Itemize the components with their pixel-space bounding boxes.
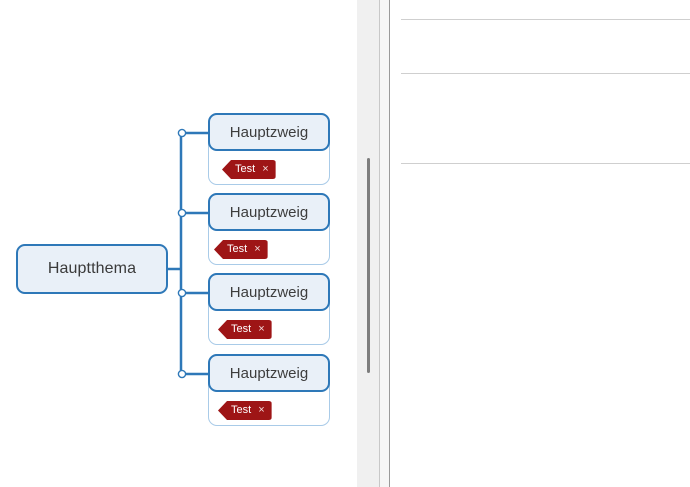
splitter-divider-right [389, 0, 390, 487]
tag-chip[interactable]: Test × [218, 320, 272, 339]
branch-label: Hauptzweig [229, 364, 309, 382]
tree-item-kanban[interactable]: Kanban [401, 46, 690, 64]
tag-label: Test [231, 323, 252, 335]
tag-label: Test [227, 243, 248, 255]
branch-label: Hauptzweig [229, 283, 309, 301]
branch-title-pill[interactable]: Hauptzweig [208, 273, 330, 311]
branch-tag-area: Test × [218, 319, 272, 339]
connector-lines [168, 128, 208, 379]
tree-item-schriftfarben[interactable]: Schriftfarben [401, 172, 690, 190]
tag-chip[interactable]: Test × [214, 240, 268, 259]
tag-label: Test [231, 404, 252, 416]
tree-item-smileys[interactable]: Smileys [401, 100, 690, 118]
symbol-library-tree[interactable]: RessourcenAllgemeine Tags (4)Test (4)Kan… [401, 0, 690, 487]
tag-remove-icon[interactable]: × [254, 243, 261, 255]
branch-label: Hauptzweig [229, 123, 309, 141]
vertical-scrollbar-track[interactable] [357, 0, 379, 487]
group-rule-right [401, 19, 690, 20]
mindmap-canvas[interactable]: Hauptthema Hauptzweig Test × Hauptzweig … [0, 0, 357, 487]
tree-item-test-4[interactable]: Test (4) [401, 28, 690, 46]
tree-item-allgemeine-tags-4[interactable]: Allgemeine Tags (4) [401, 10, 690, 28]
tree-item-flaggen[interactable]: Flaggen [401, 64, 690, 82]
group-rule-right [401, 163, 690, 164]
tag-chip[interactable]: Test × [222, 160, 276, 179]
branch-tag-area: Test × [218, 400, 272, 420]
panel-splitter[interactable] [357, 0, 401, 487]
tag-remove-icon[interactable]: × [258, 323, 265, 335]
branch-tag-area: Test × [222, 159, 276, 179]
tree-item-map-linkedmap[interactable]: MAP LinkedMap [401, 118, 690, 136]
branch-label: Hauptzweig [229, 203, 309, 221]
tag-remove-icon[interactable]: × [262, 163, 269, 175]
branch-title-pill[interactable]: Hauptzweig [208, 113, 330, 151]
branch-node-4[interactable]: Hauptzweig Test × [208, 354, 330, 426]
splitter-gap[interactable] [380, 0, 389, 487]
tag-chip[interactable]: Test × [218, 401, 272, 420]
tree-item-pfeile[interactable]: Pfeile [401, 82, 690, 100]
central-topic-label: Hauptthema [47, 260, 137, 277]
branch-node-2[interactable]: Hauptzweig Test × [208, 193, 330, 265]
tree-item-einzelne-symbole[interactable]: Einzelne Symbole [401, 136, 690, 154]
tag-label: Test [235, 163, 256, 175]
group-rule-right [401, 73, 690, 74]
splitter-divider-left [379, 0, 380, 487]
branch-tag-area: Test × [214, 239, 268, 259]
branch-title-pill[interactable]: Hauptzweig [208, 193, 330, 231]
branch-title-pill[interactable]: Hauptzweig [208, 354, 330, 392]
branch-node-1[interactable]: Hauptzweig Test × [208, 113, 330, 185]
central-topic-node[interactable]: Hauptthema [16, 244, 168, 294]
tag-remove-icon[interactable]: × [258, 404, 265, 416]
tree-item-f-llfarben[interactable]: Füllfarben [401, 154, 690, 172]
branch-node-3[interactable]: Hauptzweig Test × [208, 273, 330, 345]
vertical-scrollbar-thumb[interactable] [367, 158, 370, 373]
